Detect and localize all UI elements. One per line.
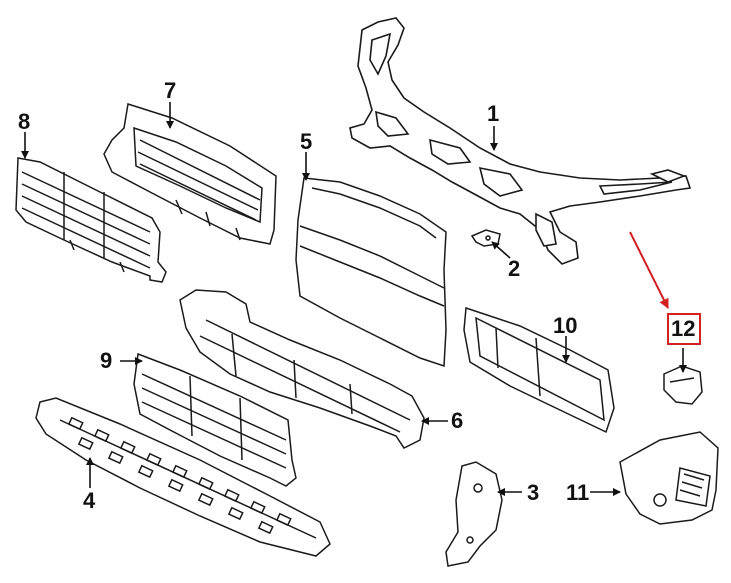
part-7-upper-frame — [103, 103, 277, 245]
callout-4: 4 — [83, 488, 96, 513]
part-2-bracket — [470, 229, 501, 247]
callout-1: 1 — [487, 101, 500, 126]
callout-6: 6 — [451, 408, 464, 433]
callout-9: 9 — [100, 348, 113, 373]
callout-10: 10 — [553, 313, 578, 338]
part-6-beam — [179, 289, 425, 449]
part-10-rect-frame — [463, 306, 615, 434]
part-5-center-panel — [295, 177, 447, 368]
callout-7: 7 — [164, 78, 177, 103]
part-3-side-bracket — [445, 461, 503, 567]
part-11-air-guide — [619, 431, 719, 525]
callout-12: 12 — [671, 316, 696, 341]
part-12-bracket — [663, 365, 703, 405]
callout-2: 2 — [508, 256, 521, 281]
callout-8: 8 — [18, 109, 31, 134]
part-8-left-shutter — [15, 157, 167, 283]
callout-5: 5 — [300, 129, 313, 154]
highlight-arrow — [629, 231, 669, 309]
part-9-lower-shutter — [133, 352, 297, 487]
highlight-box — [667, 313, 701, 345]
part-4-lower-deflector — [35, 397, 331, 557]
part-1-radiator-support — [349, 17, 692, 265]
leader-lines — [21, 102, 687, 496]
callout-3: 3 — [527, 480, 540, 505]
callout-11: 11 — [566, 480, 590, 505]
